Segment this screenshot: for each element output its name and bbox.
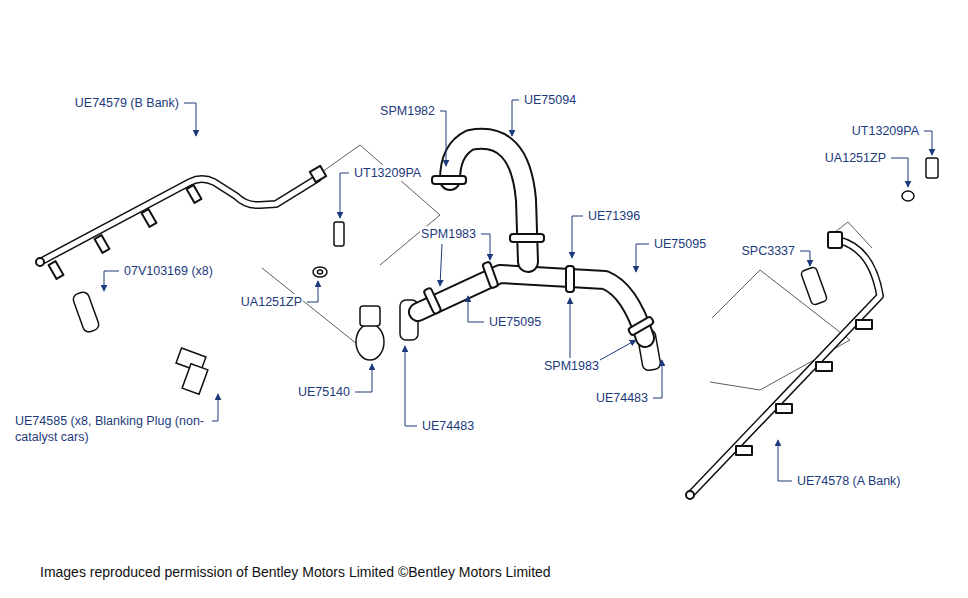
- part-number: UE74585 (x8, Blanking Plug (non-catalyst…: [14, 413, 211, 445]
- part-number: UE75094: [523, 92, 577, 108]
- small-parts: [72, 158, 938, 394]
- part-number: UE74579 (B Bank): [74, 95, 180, 111]
- part-number: UE74483: [421, 418, 475, 434]
- part-number: UE75095: [653, 236, 707, 252]
- part-number: SPC3337: [740, 243, 796, 259]
- fuel-rail-a: [686, 232, 880, 499]
- part-number: SPM1983: [543, 358, 600, 374]
- part-number: UE74578 (A Bank): [796, 473, 902, 489]
- part-number: UE75140: [297, 384, 351, 400]
- part-number: SPM1982: [379, 103, 436, 119]
- part-number: UE75095: [488, 314, 542, 330]
- hoses: [418, 139, 654, 338]
- bracket-line: [262, 145, 872, 390]
- fuel-rail-b: [36, 166, 326, 279]
- leader-line: [104, 100, 932, 481]
- part-number: UA1251ZP: [240, 294, 303, 310]
- part-number: UT13209PA: [353, 165, 422, 181]
- part-number: UA1251ZP: [824, 150, 887, 166]
- part-number: UE74483: [595, 390, 649, 406]
- part-number: UT13209PA: [851, 123, 920, 139]
- part-number: UE71396: [587, 208, 641, 224]
- part-number: SPM1983: [420, 226, 477, 242]
- part-number: 07V103169 (x8): [123, 263, 214, 279]
- copyright-caption: Images reproduced permission of Bentley …: [40, 563, 551, 581]
